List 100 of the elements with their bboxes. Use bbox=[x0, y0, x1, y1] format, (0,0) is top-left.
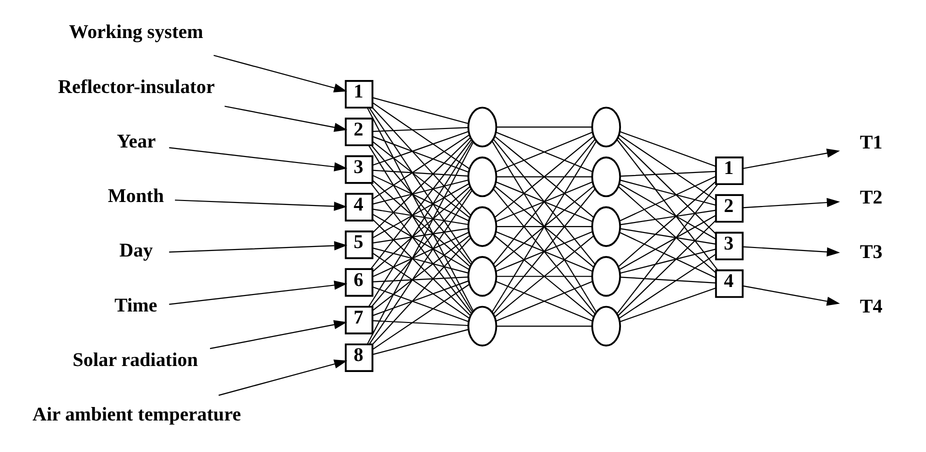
connector bbox=[372, 130, 468, 166]
connector bbox=[496, 126, 592, 128]
connector bbox=[616, 140, 718, 271]
connector bbox=[372, 228, 468, 244]
node-circle bbox=[466, 106, 497, 148]
connector bbox=[372, 102, 470, 170]
connector bbox=[496, 176, 592, 178]
arrow bbox=[218, 360, 347, 396]
connector bbox=[372, 97, 468, 124]
connector bbox=[372, 320, 468, 326]
node-box: 7 bbox=[344, 306, 373, 334]
arrow bbox=[209, 320, 347, 350]
connector bbox=[372, 183, 469, 238]
node-box: 1 bbox=[344, 80, 373, 109]
node-box: 3 bbox=[344, 155, 373, 184]
connector bbox=[372, 276, 468, 282]
connector bbox=[492, 188, 595, 314]
node-box: 8 bbox=[344, 343, 373, 372]
connector bbox=[372, 179, 468, 205]
connector bbox=[372, 280, 468, 316]
connector bbox=[372, 127, 468, 132]
connector bbox=[372, 219, 470, 316]
node-box: 1 bbox=[714, 156, 744, 186]
connector bbox=[620, 228, 716, 245]
connector bbox=[372, 174, 469, 222]
node-text: Month bbox=[107, 186, 164, 208]
connector bbox=[616, 184, 718, 314]
connector bbox=[618, 254, 716, 319]
arrow bbox=[742, 148, 840, 170]
connector bbox=[496, 326, 592, 327]
connector bbox=[619, 287, 716, 322]
connector bbox=[368, 108, 472, 263]
connector bbox=[372, 248, 468, 274]
node-box: 3 bbox=[714, 232, 744, 260]
arrow bbox=[168, 280, 347, 305]
connector bbox=[618, 183, 716, 240]
connector bbox=[496, 276, 592, 277]
connector bbox=[619, 232, 716, 278]
connector bbox=[372, 134, 470, 200]
connector bbox=[372, 235, 470, 311]
connector bbox=[494, 186, 594, 268]
node-circle bbox=[590, 206, 620, 247]
node-text: Solar radiation bbox=[72, 350, 198, 371]
arrow bbox=[742, 285, 840, 306]
arrow bbox=[224, 106, 347, 132]
node-text: T4 bbox=[859, 296, 882, 318]
node-box: 2 bbox=[344, 118, 373, 146]
connector bbox=[372, 214, 469, 270]
node-circle bbox=[466, 156, 497, 198]
node-text: T2 bbox=[859, 187, 882, 208]
connector bbox=[372, 141, 470, 218]
node-box: 5 bbox=[344, 230, 373, 260]
node-text: T1 bbox=[859, 132, 882, 154]
connector bbox=[619, 176, 716, 222]
arrow bbox=[742, 246, 840, 256]
node-text: T3 bbox=[859, 242, 882, 263]
connector bbox=[620, 180, 716, 206]
connector bbox=[620, 210, 716, 226]
connector bbox=[617, 137, 716, 234]
connector bbox=[619, 131, 716, 167]
node-circle bbox=[590, 156, 620, 198]
connector bbox=[372, 208, 468, 226]
connector bbox=[372, 137, 470, 234]
connector bbox=[617, 220, 716, 316]
arrow bbox=[213, 54, 347, 92]
connector bbox=[372, 170, 468, 177]
node-box: 2 bbox=[714, 194, 744, 223]
node-box: 4 bbox=[344, 192, 373, 222]
node-text: Time bbox=[114, 295, 157, 316]
node-text: Working system bbox=[68, 22, 203, 44]
connector bbox=[372, 136, 468, 173]
connector bbox=[618, 134, 716, 200]
connector bbox=[620, 170, 716, 177]
arrow bbox=[742, 198, 840, 208]
connector bbox=[372, 286, 468, 322]
node-circle bbox=[590, 256, 620, 297]
connector bbox=[618, 214, 716, 270]
connector bbox=[372, 284, 470, 350]
node-circle bbox=[466, 206, 497, 247]
connector bbox=[372, 232, 469, 278]
node-circle bbox=[590, 306, 620, 346]
connector bbox=[366, 108, 474, 312]
connector bbox=[620, 276, 716, 284]
connector bbox=[372, 328, 468, 355]
connector bbox=[372, 238, 471, 345]
node-box: 4 bbox=[714, 269, 744, 298]
connector bbox=[372, 108, 471, 216]
arrow bbox=[168, 241, 347, 253]
connector bbox=[496, 226, 592, 228]
connector bbox=[366, 142, 474, 345]
node-circle bbox=[466, 256, 497, 297]
connector bbox=[372, 252, 470, 319]
arrow bbox=[174, 200, 347, 211]
node-circle bbox=[466, 306, 497, 346]
node-box: 6 bbox=[344, 268, 373, 297]
connector bbox=[495, 132, 592, 172]
connector bbox=[494, 136, 594, 218]
node-text: Year bbox=[116, 131, 156, 152]
node-text: Air ambient temperature bbox=[32, 404, 240, 426]
connector bbox=[620, 248, 716, 274]
